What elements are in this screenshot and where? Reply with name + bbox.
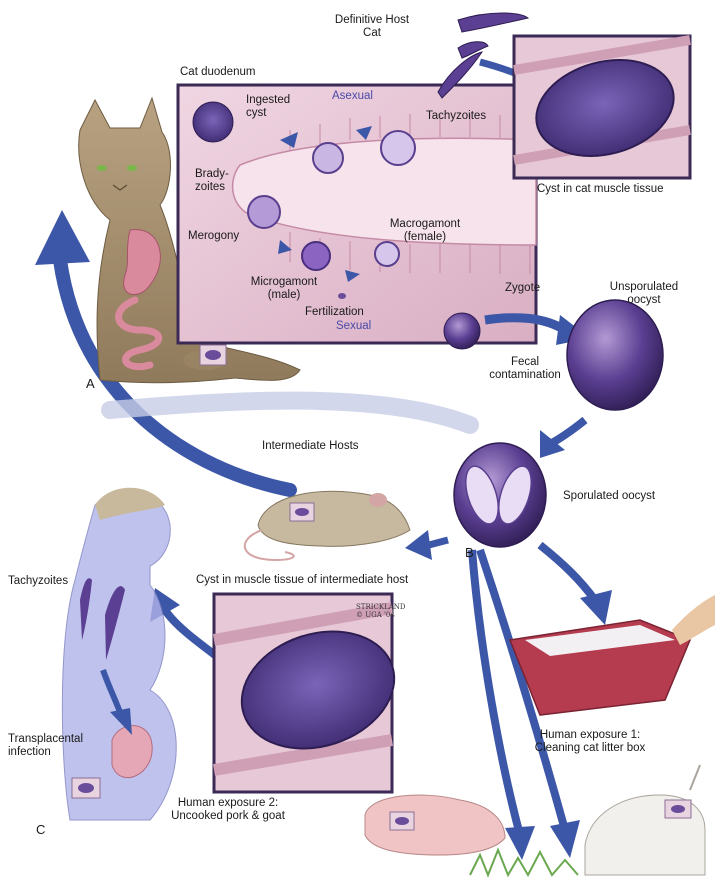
rat-figure	[245, 491, 410, 560]
zygote-label: Zygote	[505, 282, 540, 295]
human-exposure-1-label: Human exposure 1: Cleaning cat litter bo…	[520, 729, 660, 755]
arrow-to-rat	[405, 530, 448, 560]
arrow-to-sporulated	[540, 420, 585, 458]
zygote-icon	[444, 313, 480, 349]
macrogamont-label: Macrogamont (female)	[380, 218, 470, 244]
letter-a: A	[86, 376, 95, 391]
definitive-host-text: Definitive Host	[322, 14, 422, 27]
intermediate-hosts-label: Intermediate Hosts	[262, 440, 359, 453]
sporulated-oocyst-icon	[454, 443, 546, 547]
tachyzoites-human-label: Tachyzoites	[8, 575, 68, 588]
merogony-label: Merogony	[188, 230, 239, 243]
asexual-label: Asexual	[332, 90, 373, 103]
pig-figure	[365, 795, 505, 855]
artist-signature: STRICKLAND © UGA '04	[356, 603, 406, 619]
sexual-label: Sexual	[336, 320, 371, 333]
unsporulated-oocyst-label: Unsporulated oocyst	[604, 281, 684, 307]
sporulated-oocyst-label: Sporulated oocyst	[563, 490, 655, 503]
signature-copyright-text: © UGA '04	[356, 611, 406, 619]
definitive-host-label: Definitive Host Cat	[322, 14, 422, 40]
duodenum-panel	[178, 85, 536, 343]
intermediate-cyst-panel	[214, 594, 409, 792]
fecal-contamination-label: Fecal contamination	[488, 356, 562, 382]
tachyzoites-label-top: Tachyzoites	[426, 110, 486, 123]
transplacental-label: Transplacental infection	[8, 733, 88, 759]
human-exposure-2-label: Human exposure 2: Uncooked pork & goat	[158, 797, 298, 823]
cat-muscle-cyst-panel	[514, 36, 690, 178]
letter-b: B	[465, 545, 474, 560]
ingested-cyst-label: Ingested cyst	[246, 94, 292, 120]
definitive-host-animal-text: Cat	[322, 27, 422, 40]
cat-duodenum-label: Cat duodenum	[180, 66, 255, 79]
litter-box-icon	[510, 595, 715, 715]
letter-c: C	[36, 822, 45, 837]
pregnant-woman-figure	[62, 488, 176, 820]
goat-figure	[585, 765, 705, 875]
arrow-to-litter	[540, 545, 612, 625]
cyst-intermediate-label: Cyst in muscle tissue of intermediate ho…	[196, 574, 408, 587]
oocyst-icon	[567, 300, 663, 410]
microgamont-label: Microgamont (male)	[244, 276, 324, 302]
arrow-sweep-light	[110, 401, 470, 425]
cyst-cat-muscle-label: Cyst in cat muscle tissue	[537, 183, 664, 196]
fertilization-label: Fertilization	[305, 306, 364, 319]
bradyzoites-label: Brady- zoites	[195, 168, 235, 194]
signature-artist-text: STRICKLAND	[356, 603, 406, 611]
